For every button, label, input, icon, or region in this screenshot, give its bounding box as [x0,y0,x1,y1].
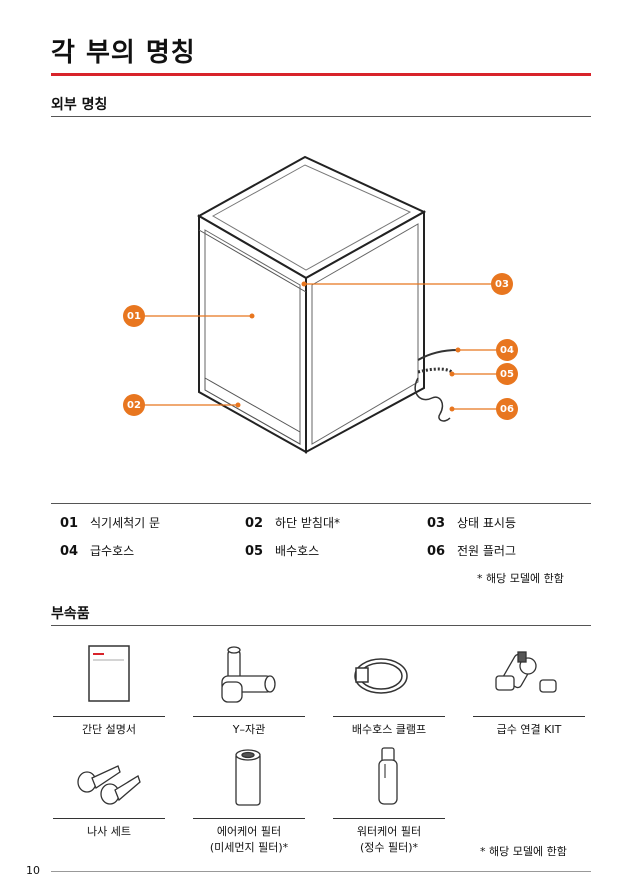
parts-divider [51,503,591,504]
title-divider [51,73,591,76]
y-pipe-icon [221,646,276,703]
callout-03: 03 [491,273,513,295]
callout-01: 01 [123,305,145,327]
accessory-divider [53,818,165,819]
manual-icon [88,645,130,702]
accessory-label-hose-clamp: 배수호스 클램프 [351,723,427,736]
accessory-divider [193,716,305,717]
accessory-divider [333,716,445,717]
callout-06: 06 [496,398,518,420]
accessory-label-water-kit: 급수 연결 KIT [496,723,562,736]
accessory-label-screws: 나사 세트 [87,825,131,838]
page-number: 10 [26,864,40,877]
hose-clamp-icon [354,658,408,694]
footer-rule [51,871,591,872]
accessory-divider [193,818,305,819]
callout-04: 04 [496,339,518,361]
accessory-label-water-filter: 워터케어 필터 (정수 필터)* [356,825,422,854]
water-kit-icon [495,651,557,693]
callout-02: 02 [123,394,145,416]
parts-note: * 해당 모델에 한함 [477,572,564,585]
section-divider [51,116,591,117]
air-filter-icon [235,749,261,806]
accessories-note: * 해당 모델에 한함 [480,845,567,858]
accessory-label-air-filter: 에어케어 필터 (미세먼지 필터)* [209,825,289,854]
callout-05: 05 [496,363,518,385]
accessory-divider [333,818,445,819]
section-title-exterior: 외부 명칭 [51,97,108,113]
section-divider [51,625,591,626]
accessory-label-manual: 간단 설명서 [81,723,137,736]
water-filter-icon [378,747,398,805]
accessory-divider [473,716,585,717]
section-title-accessories: 부속품 [51,606,90,622]
accessory-label-y-pipe: Y–자관 [232,723,266,736]
accessory-divider [53,716,165,717]
page-title: 각 부의 명칭 [51,38,196,68]
screw-icon [77,765,141,805]
